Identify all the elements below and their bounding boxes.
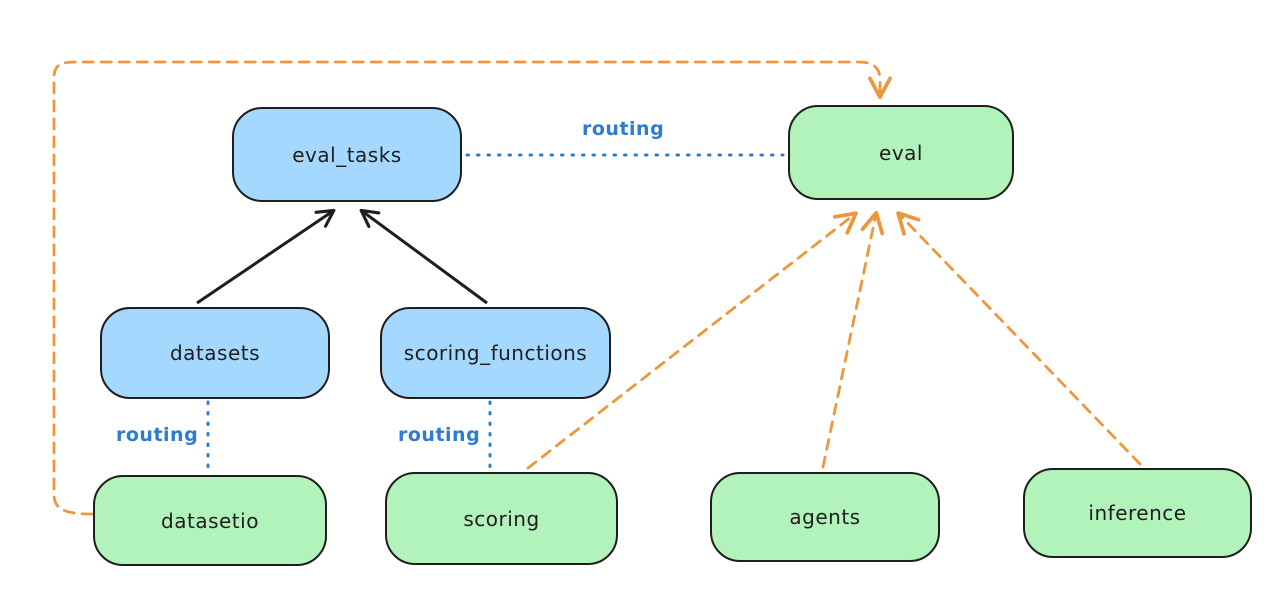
edge-agents-to-eval [821,210,885,469]
edge-datasetio-to-eval [52,60,892,516]
node-agents: agents [710,472,940,562]
edge-inference-to-eval [896,211,1142,466]
node-inference: inference [1023,468,1252,558]
edge-scoring-to-eval [526,211,858,470]
node-datasets: datasets [100,307,330,399]
node-agents-label: agents [789,505,861,529]
routing-label-datasets-datasetio: routing [116,424,199,446]
node-inference-label: inference [1088,501,1187,525]
edge-scoring-functions-to-eval-tasks [359,208,488,305]
node-eval-tasks-label: eval_tasks [292,142,402,167]
node-scoring-label: scoring [463,506,540,531]
node-eval: eval [788,105,1014,200]
node-scoring: scoring [385,472,618,565]
node-eval-label: eval [879,140,923,165]
node-datasetio-label: datasetio [161,508,259,533]
node-scoring-functions-label: scoring_functions [403,341,588,365]
routing-label-scoring-functions-scoring: routing [398,424,481,446]
node-datasetio: datasetio [93,475,327,566]
node-eval-tasks: eval_tasks [232,107,462,202]
routing-label-eval-tasks-eval: routing [582,118,665,140]
node-datasets-label: datasets [169,341,261,365]
edge-datasets-to-eval-tasks [196,208,336,305]
node-scoring-functions: scoring_functions [380,307,611,399]
